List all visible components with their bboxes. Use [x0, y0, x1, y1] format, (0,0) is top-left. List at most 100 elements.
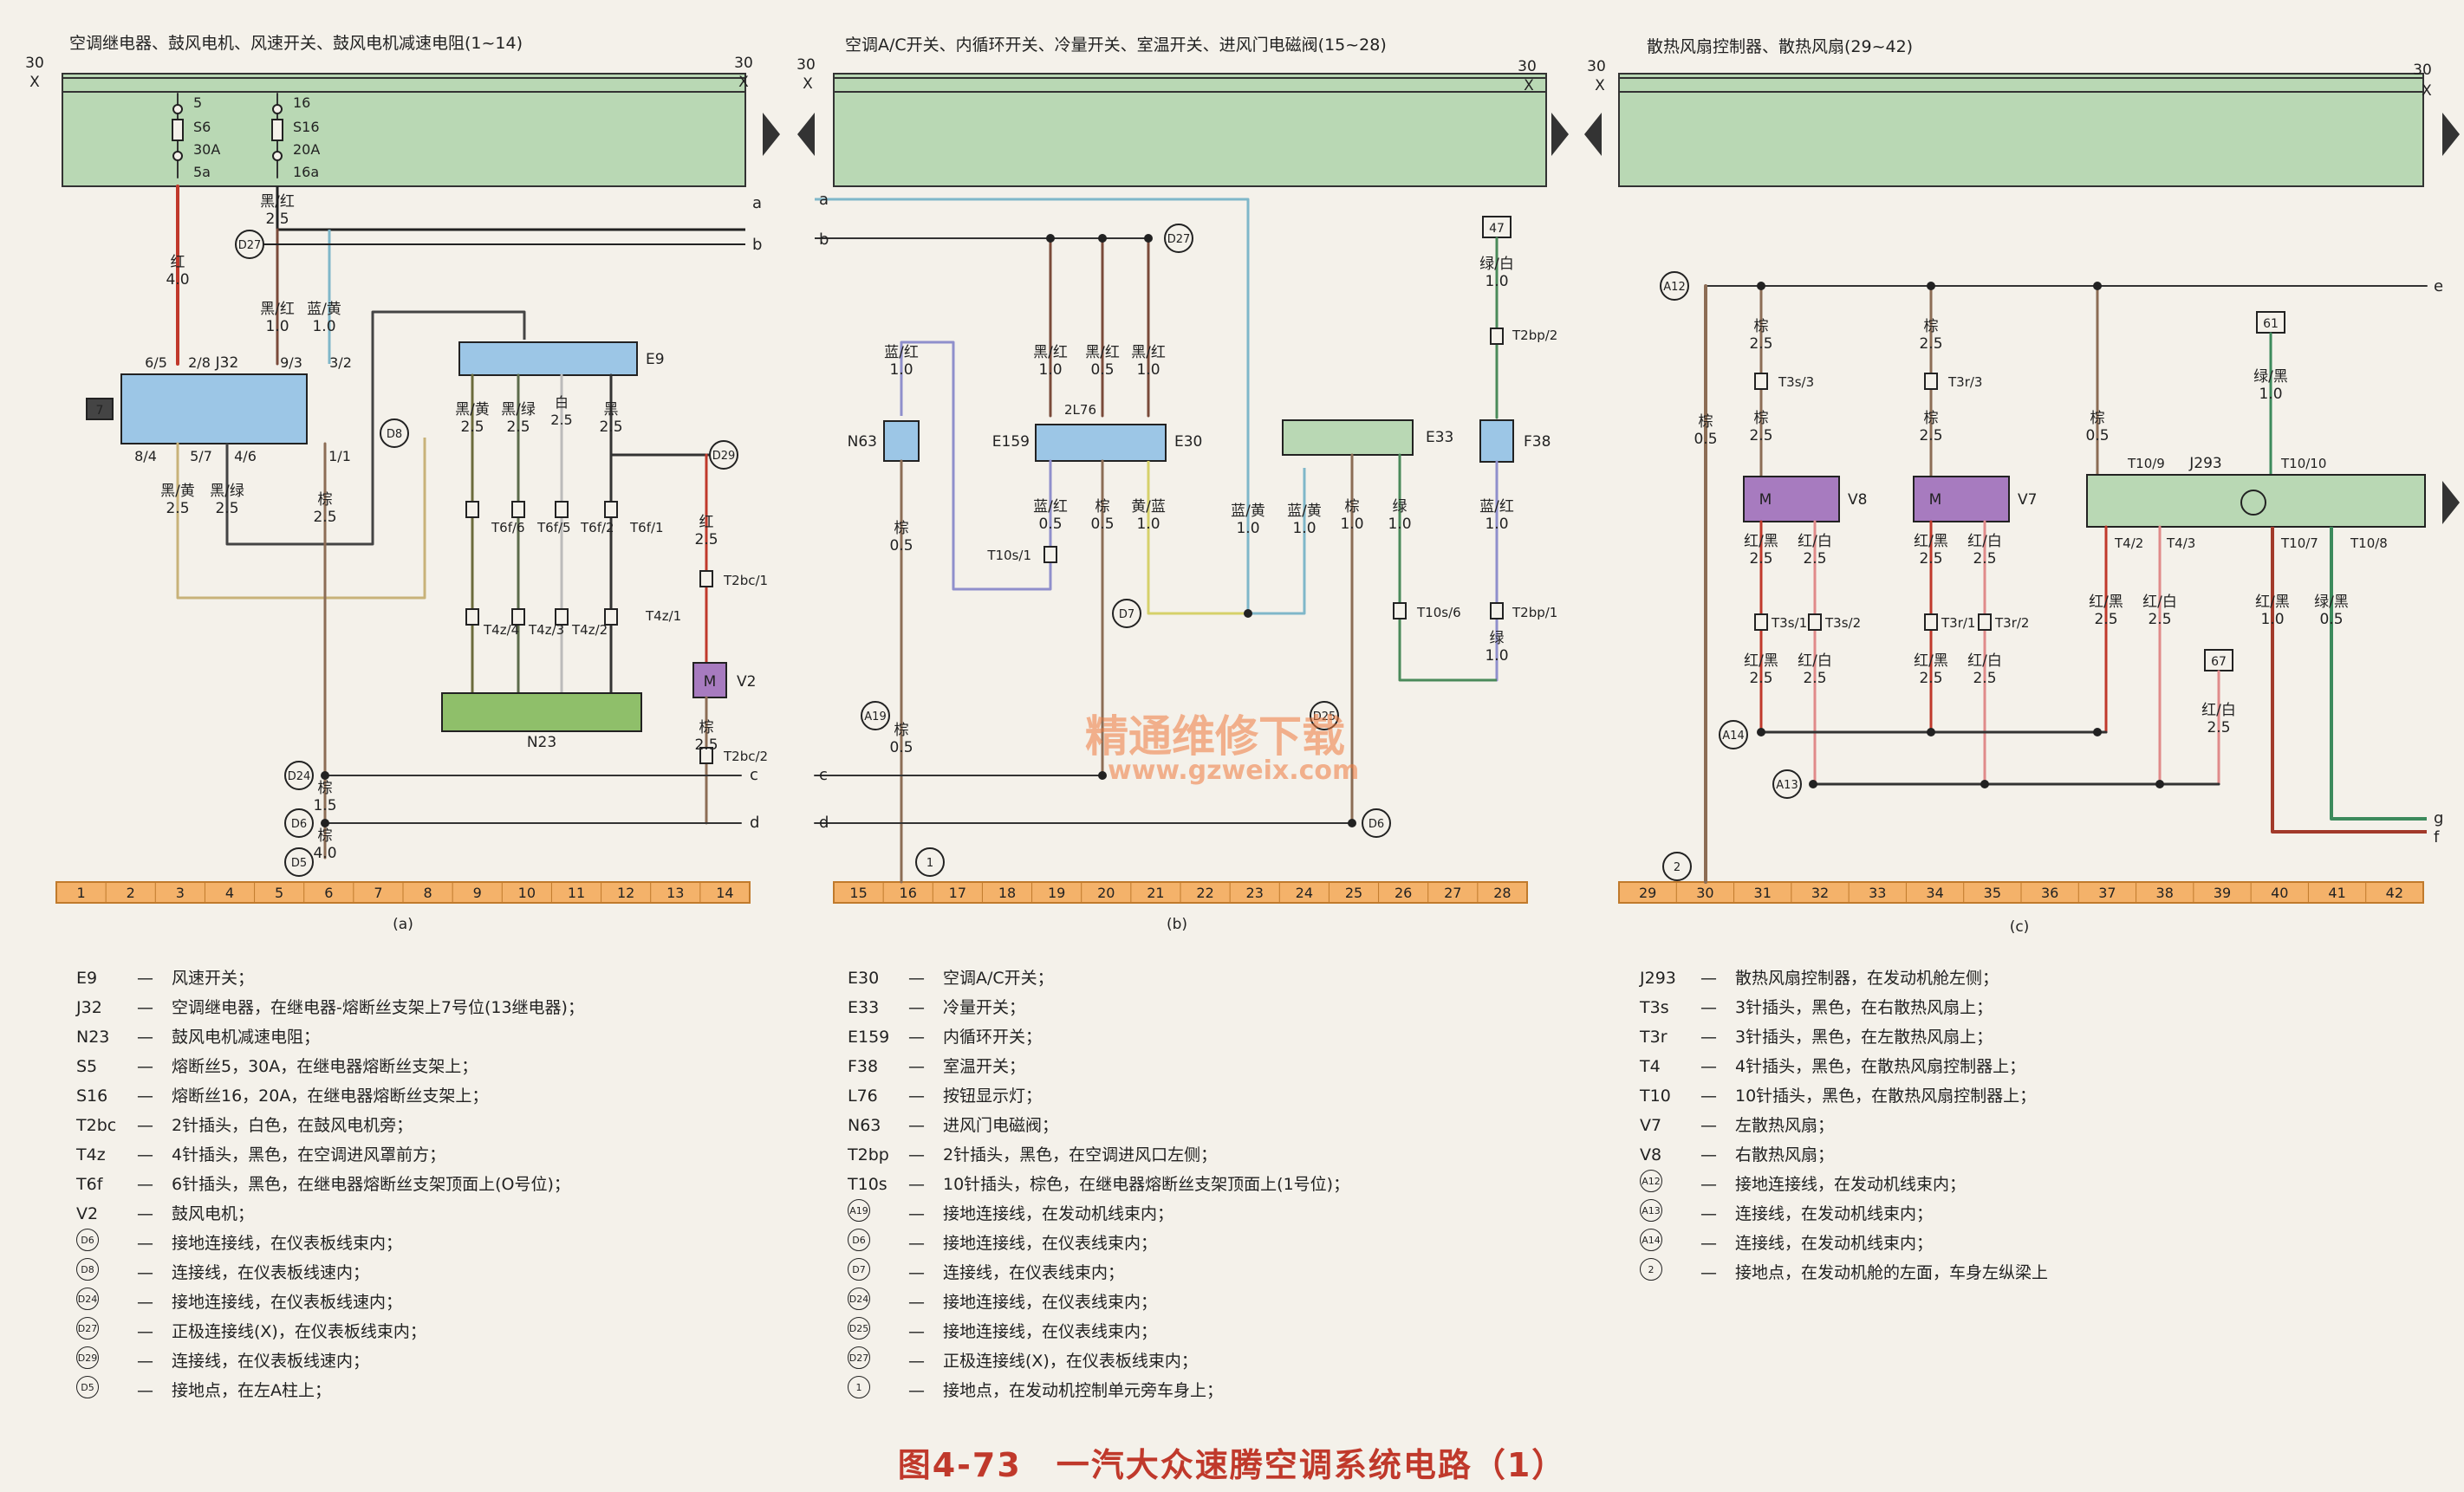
legend-dash: —	[1700, 1028, 1717, 1047]
legend-dash: —	[1700, 1204, 1717, 1223]
legend-row: D24—接地连接线，在仪表板线速内；	[76, 1288, 584, 1317]
wl-V7-redwh-color: 红/白	[1967, 533, 2002, 550]
fuse-body-1	[271, 119, 283, 141]
legend-text: 4针插头，黑色，在散热风扇控制器上；	[1735, 1057, 2026, 1076]
wl-V7-br2-color: 棕	[1924, 410, 1939, 427]
switch-e33	[1282, 419, 1414, 456]
bus-bar-b	[833, 73, 1547, 187]
legend-text: 左散热风扇；	[1735, 1116, 1835, 1135]
wl-a-br2-color: 棕	[699, 719, 714, 736]
pin-t2bc-1: T2bc/1	[723, 573, 768, 588]
figure-caption: 图4-73 一汽大众速腾空调系统电路（1）	[897, 1446, 1567, 1484]
line-letter-g: g	[2434, 809, 2443, 827]
wl-V7-br-color: 棕	[1924, 318, 1939, 335]
legend-row: S5—熔断丝5，30A，在继电器熔断丝支架上；	[76, 1052, 584, 1081]
wl-a-bkred-gauge: 2.5	[265, 211, 289, 228]
legend-text: 接地连接线，在仪表板线束内；	[172, 1234, 403, 1253]
legend-text: 进风门电磁阀；	[943, 1116, 1059, 1135]
fuse-top-0	[172, 104, 183, 114]
pin-t4z-3: T4z/1	[645, 608, 681, 624]
pin-V8-3: T3s/3	[1778, 374, 1814, 390]
legend-row: J32—空调继电器，在继电器-熔断丝支架上7号位(13继电器)；	[76, 993, 584, 1022]
rail-label-3: X	[738, 74, 749, 91]
legend-text: 接地连接线，在仪表线束内；	[943, 1293, 1158, 1312]
junction-9	[1144, 234, 1153, 243]
wl-c-br-gauge: 0.5	[1694, 431, 1717, 448]
wl-a-red-gauge: 4.0	[166, 271, 189, 289]
wl-V7-redwh2-color: 红/白	[1967, 652, 2002, 670]
legend-text: 室温开关；	[943, 1057, 1026, 1076]
box-47-label: 47	[1489, 222, 1505, 236]
conn-a19-label: A19	[864, 710, 886, 723]
plug-V8-2	[1808, 613, 1822, 631]
plug-t2bc-1	[699, 570, 713, 587]
arrow-right-j293	[2442, 481, 2460, 524]
ruler-num-41: 41	[2328, 885, 2345, 901]
pin-V8-1: T3s/1	[1771, 615, 1807, 631]
panel-label-2: (c)	[2010, 918, 2030, 936]
wl-a-br2-gauge: 2.5	[694, 736, 718, 754]
legend-text: 正极连接线(X)，在仪表板线束内；	[943, 1352, 1198, 1371]
legend-text: 2针插头，黑色，在空调进风口左侧；	[943, 1145, 1218, 1164]
plug-t6f-3	[604, 501, 618, 518]
legend-row: E159—内循环开关；	[848, 1022, 1349, 1052]
pin-t4z-0: T4z/4	[483, 622, 519, 638]
junction-5	[2155, 780, 2164, 788]
wl-b-br2-color: 棕	[1095, 498, 1110, 516]
legend-row: E33—冷量开关；	[848, 993, 1349, 1022]
legend-code: E33	[848, 998, 880, 1017]
fan-V7	[1913, 476, 2010, 522]
conn-d8-label: D8	[387, 428, 402, 441]
label-V7: V7	[2018, 491, 2037, 509]
legend-row: T10—10针插头，黑色，在散热风扇控制器上；	[1640, 1081, 2048, 1111]
wl-e9-2c: 白	[555, 394, 569, 411]
legend-row: 1—接地点，在发动机控制单元旁车身上；	[848, 1376, 1349, 1405]
ruler-num-15: 15	[849, 885, 867, 901]
wl-b-grwh-color: 绿/白	[1479, 256, 1514, 273]
legend-dash: —	[1700, 1087, 1717, 1106]
conn-d29-label: D29	[712, 450, 736, 463]
pin-j32-6: 4/6	[234, 448, 257, 464]
legend-text: 鼓风电机减速电阻；	[172, 1028, 321, 1047]
legend-text: 2针插头，白色，在鼓风电机旁；	[172, 1116, 413, 1135]
plug-t2bp-1	[1490, 602, 1504, 620]
legend-row: D5—接地点，在左A柱上；	[76, 1376, 584, 1405]
legend-dash: —	[137, 1322, 153, 1341]
legend-text: 熔断丝5，30A，在继电器熔断丝支架上；	[172, 1057, 478, 1076]
pin-t10s-1: T10s/1	[986, 548, 1031, 563]
pin-V7-3: T3r/3	[1947, 374, 1982, 390]
legend-code: E9	[76, 969, 98, 988]
label-e33: E33	[1426, 429, 1453, 446]
legend-dash: —	[137, 969, 153, 988]
ruler-num-6: 6	[324, 885, 333, 901]
resistor-n23	[441, 692, 642, 732]
arrow-left-b	[797, 113, 815, 156]
ruler-num-23: 23	[1246, 885, 1264, 901]
wl-b-blred2-color: 蓝/红	[1033, 498, 1068, 516]
junction-13	[1098, 771, 1107, 780]
legend-text: 连接线，在仪表线束内；	[943, 1263, 1125, 1282]
conn-d25-circle	[1310, 701, 1339, 730]
legend-dash: —	[908, 1116, 925, 1135]
ruler-num-38: 38	[2156, 885, 2174, 901]
junction-15	[1757, 282, 1765, 290]
legend-text: 正极连接线(X)，在仪表板线束内；	[172, 1322, 426, 1341]
label-n63: N63	[848, 433, 877, 451]
legend-row: 2—接地点，在发动机舱的左面，车身左纵梁上	[1640, 1258, 2048, 1288]
legend-text: 按钮显示灯；	[943, 1087, 1043, 1106]
legend-column-c: J293—散热风扇控制器，在发动机舱左侧；T3s—3针插头，黑色，在右散热风扇上…	[1640, 963, 2048, 1288]
label-l76: 2L76	[1064, 402, 1096, 418]
legend-dash: —	[1700, 998, 1717, 1017]
legend-dash: —	[1700, 1116, 1717, 1135]
wl-a-blye-gauge: 1.0	[312, 318, 335, 335]
legend-text: 连接线，在仪表板线速内；	[172, 1263, 370, 1282]
panel-title-2: 散热风扇控制器、散热风扇(29~42)	[1647, 37, 1913, 56]
fuse-name-0: S6	[193, 119, 211, 135]
wl-b-blred3-color: 蓝/红	[1479, 498, 1514, 516]
wl-b-blye2-gauge: 1.0	[1292, 520, 1316, 537]
legend-row: D27—正极连接线(X)，在仪表板线束内；	[848, 1346, 1349, 1376]
wl-b-blred-color: 蓝/红	[884, 344, 919, 361]
legend-code: F38	[848, 1057, 879, 1076]
pin-t10-7: T10/7	[2280, 535, 2318, 551]
